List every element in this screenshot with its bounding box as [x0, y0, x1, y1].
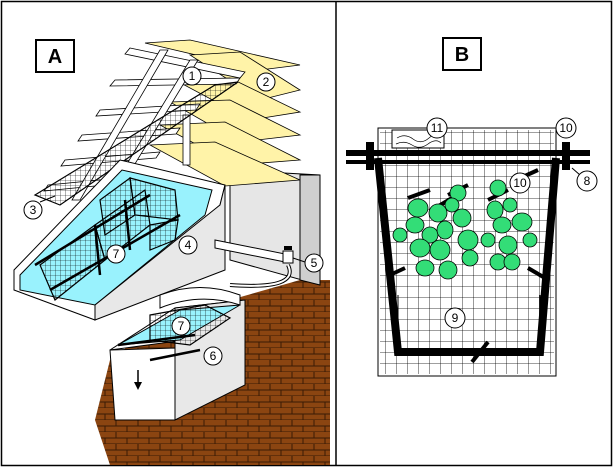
svg-text:5: 5: [311, 256, 318, 270]
panel-b: B: [346, 37, 598, 377]
svg-text:3: 3: [30, 203, 37, 217]
svg-text:6: 6: [210, 349, 217, 363]
svg-text:9: 9: [452, 311, 459, 325]
svg-text:10: 10: [513, 176, 527, 190]
svg-text:2: 2: [263, 75, 270, 89]
drain-arrow-icon: [134, 370, 142, 390]
leaf-cluster-left: [392, 184, 479, 280]
valve-icon: [282, 246, 294, 264]
svg-text:11: 11: [431, 121, 444, 135]
callout-2: 2: [256, 72, 276, 92]
callout-8: 8: [571, 167, 598, 192]
callout-11: 11: [426, 117, 448, 139]
svg-text:1: 1: [189, 69, 196, 83]
callout-7-main-tank: 7: [106, 244, 126, 264]
svg-text:7: 7: [178, 319, 185, 333]
callout-1: 1: [182, 66, 202, 86]
callout-7-small-tank: 7: [171, 316, 191, 336]
shade-panels: [144, 39, 302, 187]
panel-a: A: [13, 39, 330, 465]
panel-a-label: A: [48, 46, 62, 68]
panel-b-label-box: [442, 37, 482, 71]
callout-10-top: 10: [555, 117, 577, 139]
callout-6: 6: [203, 346, 223, 366]
svg-text:10: 10: [559, 121, 573, 135]
callout-10-inner: 10: [509, 172, 531, 194]
callouts-panel-a: 1 2 3 4 5 6: [23, 66, 324, 366]
panel-b-label: B: [455, 44, 469, 66]
panel-a-label-box: [35, 39, 75, 73]
svg-text:8: 8: [584, 174, 591, 188]
callouts-panel-b: 11 10 10 8 9: [426, 117, 598, 329]
svg-text:7: 7: [113, 247, 120, 261]
svg-text:4: 4: [185, 238, 192, 252]
mesh-tray: [33, 81, 239, 206]
callout-3: 3: [23, 195, 56, 220]
leaf-cluster-right: [480, 179, 538, 271]
callout-9: 9: [444, 307, 466, 329]
callout-5: 5: [292, 253, 324, 273]
top-bar: [346, 150, 590, 156]
callout-4: 4: [178, 235, 198, 255]
